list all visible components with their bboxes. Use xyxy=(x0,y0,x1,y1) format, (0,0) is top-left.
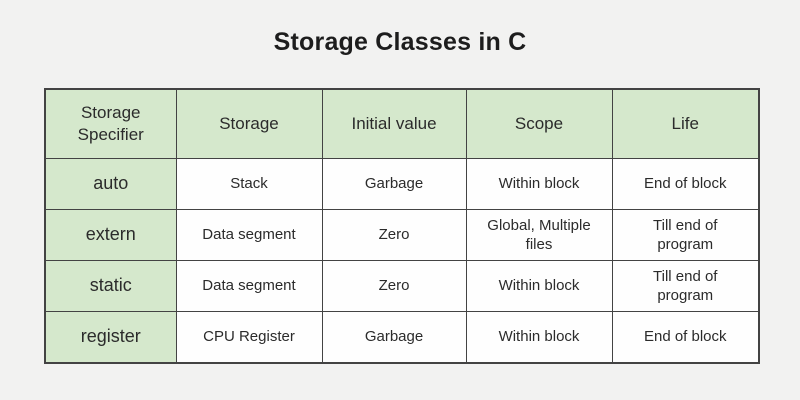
cell-register-storage: CPU Register xyxy=(175,311,323,364)
cell-extern-initial-value: Zero xyxy=(321,209,467,261)
cell-extern-life: Till end of program xyxy=(611,209,760,261)
row-label-extern: extern xyxy=(44,209,177,261)
column-header-scope: Scope xyxy=(465,88,613,159)
row-label-auto: auto xyxy=(44,158,177,210)
cell-static-initial-value: Zero xyxy=(321,260,467,312)
column-header-life: Life xyxy=(611,88,760,159)
cell-static-life: Till end of program xyxy=(611,260,760,312)
column-header-storage-specifier: Storage Specifier xyxy=(44,88,177,159)
table-row-static: static Data segment Zero Within block Ti… xyxy=(44,260,760,312)
table-header: Storage Specifier Storage Initial value … xyxy=(44,88,760,159)
cell-auto-storage: Stack xyxy=(175,158,323,210)
header-row: Storage Specifier Storage Initial value … xyxy=(44,88,760,159)
column-header-initial-value: Initial value xyxy=(321,88,467,159)
cell-auto-scope: Within block xyxy=(465,158,613,210)
cell-register-life: End of block xyxy=(611,311,760,364)
cell-extern-storage: Data segment xyxy=(175,209,323,261)
column-header-storage: Storage xyxy=(175,88,323,159)
table-row-extern: extern Data segment Zero Global, Multipl… xyxy=(44,209,760,261)
table-row-register: register CPU Register Garbage Within blo… xyxy=(44,311,760,364)
cell-register-scope: Within block xyxy=(465,311,613,364)
row-label-static: static xyxy=(44,260,177,312)
page-title: Storage Classes in C xyxy=(273,28,527,56)
cell-auto-life: End of block xyxy=(611,158,760,210)
cell-register-initial-value: Garbage xyxy=(321,311,467,364)
table-row-auto: auto Stack Garbage Within block End of b… xyxy=(44,158,760,210)
cell-auto-initial-value: Garbage xyxy=(321,158,467,210)
storage-classes-table: Storage Specifier Storage Initial value … xyxy=(44,88,760,364)
cell-extern-scope: Global, Multiple files xyxy=(465,209,613,261)
row-label-register: register xyxy=(44,311,177,364)
table-body: auto Stack Garbage Within block End of b… xyxy=(44,158,760,364)
cell-static-scope: Within block xyxy=(465,260,613,312)
cell-static-storage: Data segment xyxy=(175,260,323,312)
